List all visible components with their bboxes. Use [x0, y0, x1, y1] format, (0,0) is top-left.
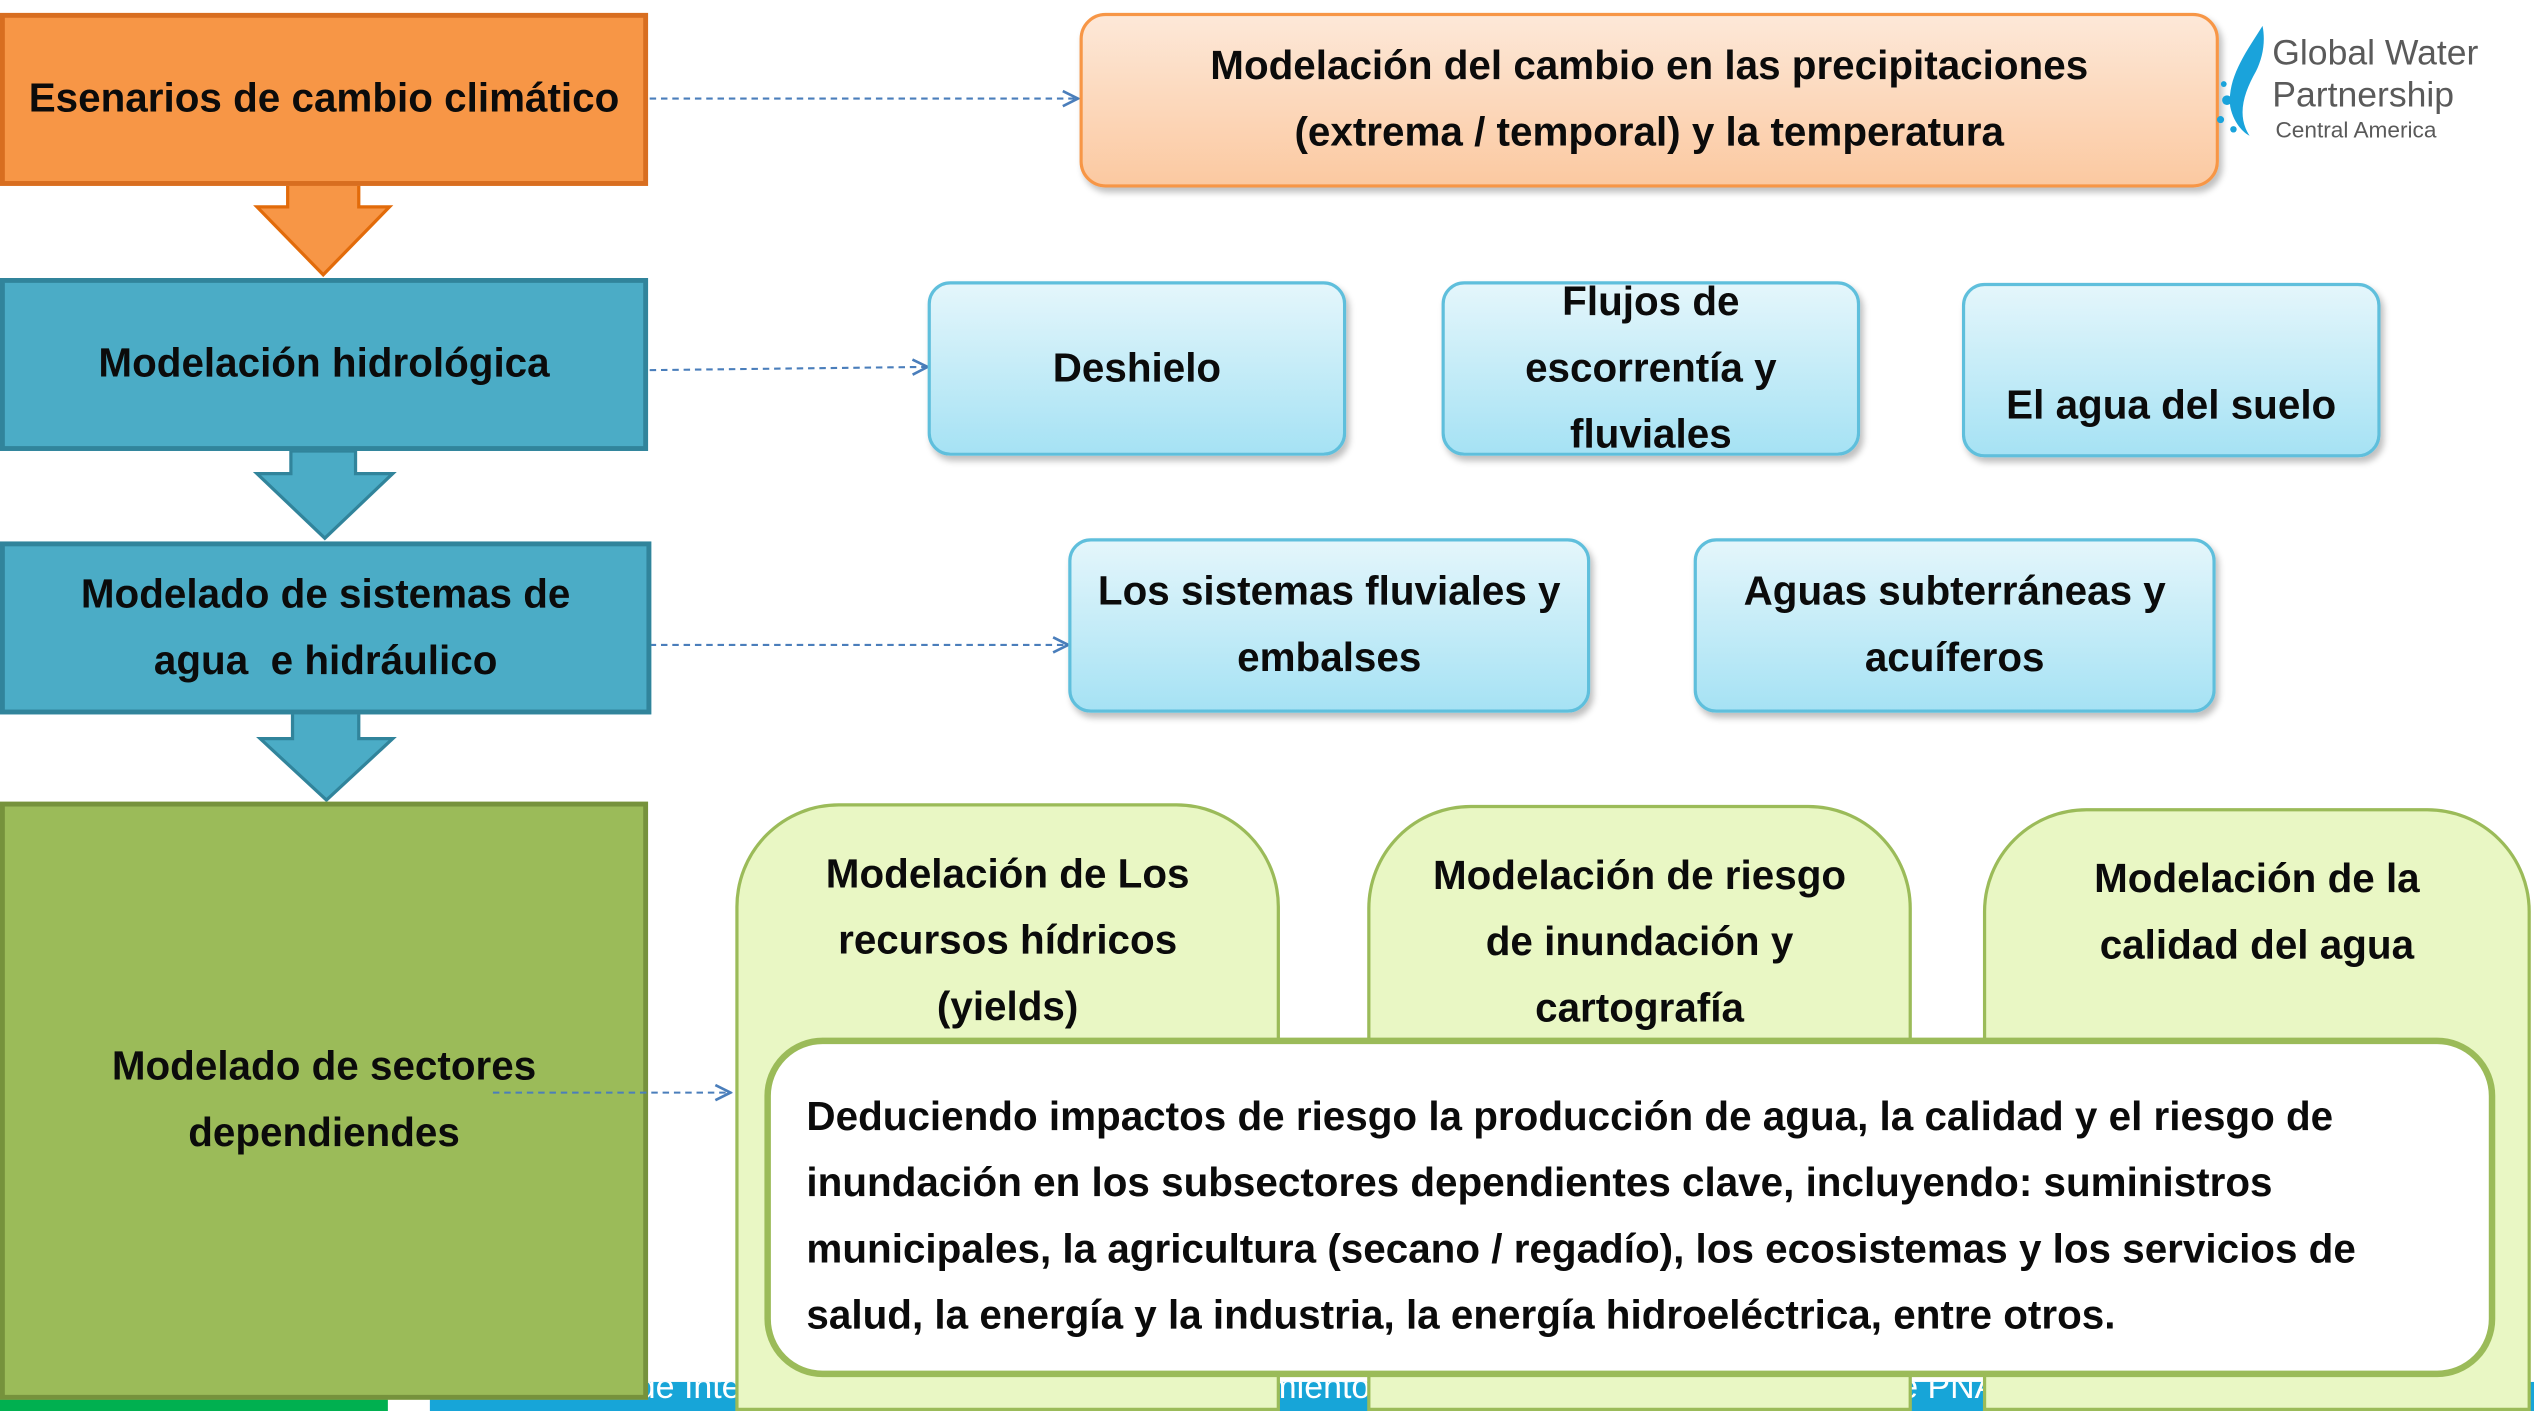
runoff-box: Flujos de escorrentía y fluviales [1441, 279, 1861, 457]
water-systems-line-2: agua e hidráulico [153, 637, 498, 683]
flood-risk-line-2: de inundación y [1485, 919, 1794, 965]
water-quality-line-1: Modelación de la [2094, 856, 2420, 902]
water-systems-line-1: Modelado de sistemas de [80, 571, 571, 617]
flood-risk-line-1: Modelación de riesgo [1432, 853, 1847, 899]
water-drop-logo-icon [2216, 25, 2264, 136]
snowmelt-label: Deshielo [1052, 345, 1222, 391]
climate-scenarios-label: Esenarios de cambio climático [28, 75, 620, 122]
groundwater-box: Aguas subterráneas y acuíferos [1693, 538, 2216, 713]
snowmelt-box: Deshielo [927, 281, 1347, 456]
water-resources-line-2: recursos hídricos [838, 918, 1178, 964]
soil-water-label: El agua del suelo [2006, 383, 2337, 429]
climate-output-box: Modelación del cambio en las precipitaci… [1079, 12, 2219, 188]
water-quality-line-2: calidad del agua [2099, 922, 2415, 969]
climate-output-line-1: Modelación del cambio en las precipitaci… [1210, 43, 2089, 89]
impacts-box: Deduciendo impactos de riesgo la producc… [764, 1037, 2496, 1378]
impacts-line-4: salud, la energía y la industria, la ene… [806, 1293, 2116, 1339]
groundwater-line-1: Aguas subterráneas y [1743, 568, 2166, 615]
water-systems-box: Modelado de sistemas de agua e hidráulic… [0, 541, 652, 715]
rivers-reservoirs-box: Los sistemas fluviales y embalses [1068, 538, 1591, 713]
sectors-line-2: dependiendes [188, 1110, 460, 1156]
hydrology-label: Modelación hidrológica [98, 341, 550, 387]
impacts-line-1: Deduciendo impactos de riesgo la producc… [806, 1094, 2334, 1140]
runoff-line-1: Flujos de [1562, 278, 1740, 325]
climate-output-line-2: (extrema / temporal) y la temperatura [1294, 109, 2005, 156]
down-arrow-3 [256, 711, 397, 803]
soil-water-box: El agua del suelo [1961, 282, 2381, 458]
hydrology-box: Modelación hidrológica [0, 278, 649, 451]
runoff-line-2: escorrentía y [1525, 345, 1777, 391]
climate-scenarios-box: Esenarios de cambio climático [0, 12, 649, 186]
logo-line-2: Partnership [2272, 74, 2455, 115]
runoff-line-3: fluviales [1569, 411, 1732, 457]
water-resources-line-1: Modelación de Los [825, 851, 1190, 898]
down-arrow-2 [252, 449, 397, 541]
impacts-line-2: inundación en los subsectores dependient… [806, 1160, 2273, 1206]
down-arrow-1 [253, 182, 394, 278]
water-resources-line-3: (yields) [936, 984, 1079, 1030]
logo-line-3: Central America [2275, 116, 2437, 143]
sectors-line-1: Modelado de sectores [111, 1044, 537, 1090]
groundwater-line-2: acuíferos [1864, 635, 2045, 681]
rivers-reservoirs-line-1: Los sistemas fluviales y [1097, 568, 1561, 615]
flood-risk-line-3: cartografía [1535, 985, 1744, 1032]
impacts-line-3: municipales, la agricultura (secano / re… [806, 1226, 2356, 1273]
logo-line-1: Global Water [2272, 32, 2479, 73]
connector-hydrology [649, 367, 928, 370]
rivers-reservoirs-line-2: embalses [1237, 635, 1422, 681]
sectors-box: Modelado de sectores dependiendes [0, 801, 649, 1400]
